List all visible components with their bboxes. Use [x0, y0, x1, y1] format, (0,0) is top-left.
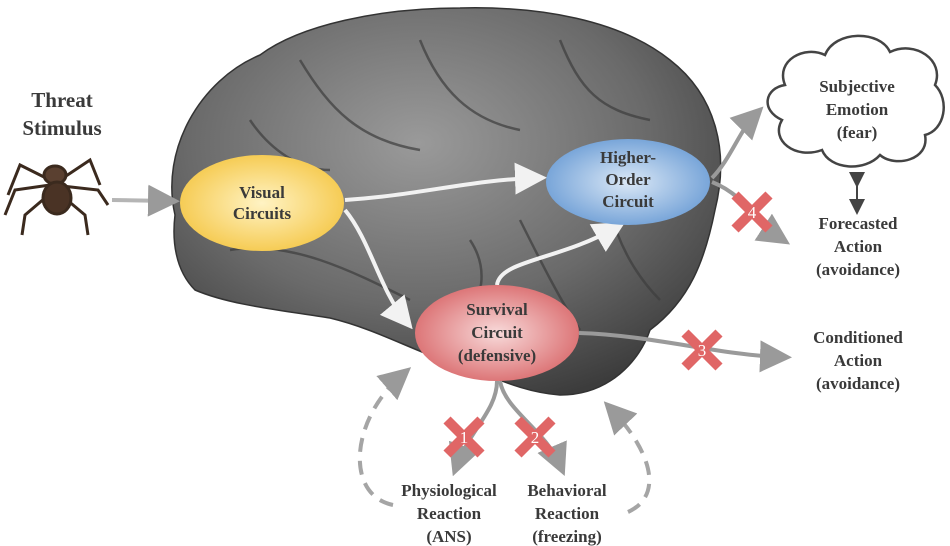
survival-to-conditioned-arrow	[578, 331, 792, 373]
block-x-mark-3: 3	[681, 329, 723, 371]
survival-to-physio-arrow	[448, 380, 499, 477]
visual-label: Visual	[239, 183, 285, 202]
visual-circuits-node	[180, 155, 344, 251]
stimulus-label: Stimulus	[22, 116, 101, 140]
physio-feedback-arrow	[358, 367, 412, 507]
forecasted-label: (avoidance)	[816, 260, 900, 279]
higher-label: Order	[605, 170, 651, 189]
behavioral-label: (freezing)	[532, 527, 602, 546]
stimulus-arrow	[111, 184, 180, 217]
emotion-label: Emotion	[826, 100, 889, 119]
stimulus-label: Threat	[31, 88, 92, 112]
physio-label: (ANS)	[426, 527, 471, 546]
higher-to-emotion-arrow	[710, 106, 764, 180]
survival-label: (defensive)	[458, 346, 536, 365]
survival-circuit-node	[415, 285, 579, 381]
physio-label: Reaction	[417, 504, 482, 523]
visual-to-higher-arrow	[344, 162, 547, 202]
block-number: 2	[531, 428, 540, 447]
block-x-mark-4: 4	[731, 191, 773, 233]
visual-to-survival-arrow	[343, 208, 413, 330]
higher-order-circuit-node	[546, 139, 710, 225]
brain-image	[171, 7, 722, 396]
survival-label: Circuit	[471, 323, 523, 342]
forecasted-label: Action	[834, 237, 883, 256]
higher-label: Higher-	[600, 148, 656, 167]
behavioral-label: Reaction	[535, 504, 600, 523]
block-x-mark-2: 2	[514, 416, 556, 458]
survival-to-higher-arrow	[495, 221, 626, 286]
conditioned-label: Conditioned	[813, 328, 903, 347]
block-number: 3	[698, 341, 707, 360]
spider-icon	[3, 157, 110, 236]
visual-label: Circuits	[233, 204, 292, 223]
conditioned-label: Action	[834, 351, 883, 370]
survival-label: Survival	[466, 300, 528, 319]
physio-label: Physiological	[401, 481, 497, 500]
survival-to-behavioral-arrow	[498, 380, 567, 477]
higher-label: Circuit	[602, 192, 654, 211]
block-x-mark-1: 1	[443, 416, 485, 458]
conditioned-label: (avoidance)	[816, 374, 900, 393]
emotion-label: Subjective	[819, 77, 895, 96]
behavioral-label: Behavioral	[527, 481, 607, 500]
behavioral-feedback-arrow	[603, 401, 652, 514]
block-number: 1	[460, 428, 469, 447]
subjective-emotion-cloud	[766, 34, 945, 168]
forecasted-label: Forecasted	[819, 214, 899, 233]
block-number: 4	[748, 203, 757, 222]
emotion-label: (fear)	[837, 123, 878, 142]
